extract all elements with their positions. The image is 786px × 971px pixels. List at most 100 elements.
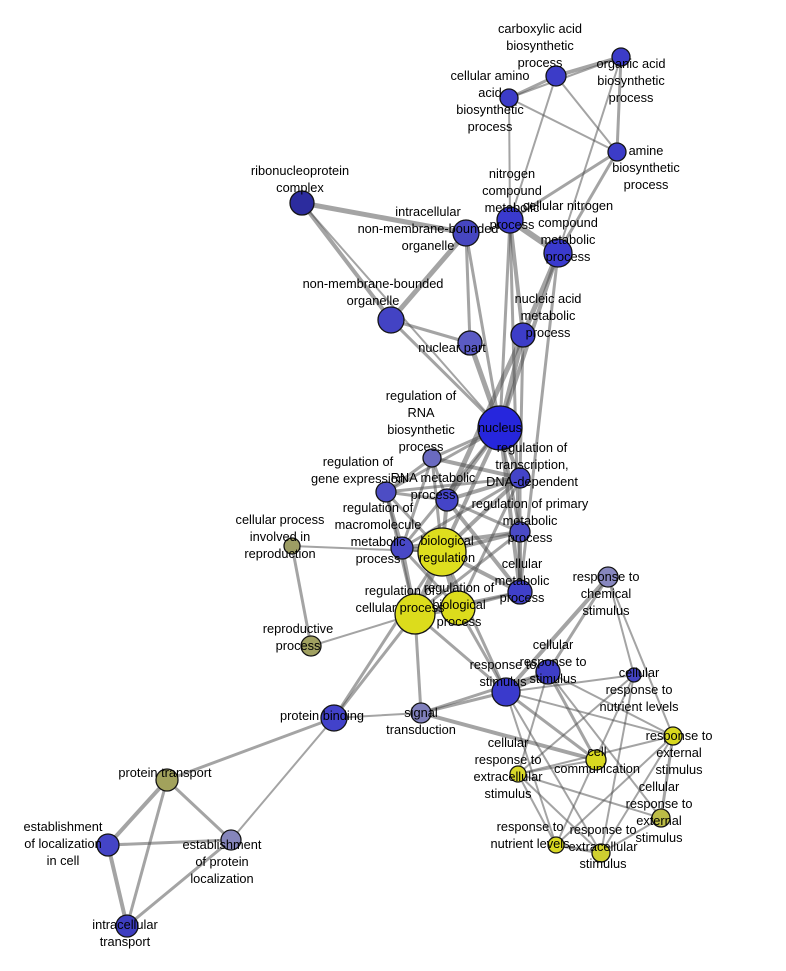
node-crextrac[interactable] [509,765,527,783]
edge-rstim-rnutr [505,691,557,846]
edge-ptrans-itrans [125,778,169,928]
edge-respchem-rext [607,576,674,737]
node-amino[interactable] [499,88,519,108]
node-bioreg[interactable] [417,527,467,577]
node-pbind[interactable] [320,704,348,732]
edge-crstim-crext [547,671,662,819]
node-estprot[interactable] [220,829,242,851]
edge-crextrac-rextrac [517,773,602,854]
node-rextrac[interactable] [591,843,611,863]
node-rext[interactable] [663,726,683,746]
edge-estloc-itrans [106,843,129,928]
node-regcell[interactable] [394,593,436,635]
edge-rstim-ccomm [504,690,598,762]
edge-regcell-pbind [332,612,417,720]
edge-regrna-regmacro [400,456,434,550]
edge-nitro-nucleus [498,218,512,430]
node-regbio[interactable] [440,590,476,626]
edge-pbind-ptrans [165,716,336,782]
node-respchem[interactable] [597,566,619,588]
node-rnutr[interactable] [547,836,565,854]
edge-crext-rextrac [600,817,662,854]
node-nucleus[interactable] [477,405,523,451]
edge-nacid-regtx [518,333,525,480]
node-rnp[interactable] [289,190,315,216]
node-crext[interactable] [651,808,671,828]
node-inmb[interactable] [452,219,480,247]
edge-rext-rnutr [555,735,674,846]
edge-regtx-regmacro [400,476,522,550]
edge-rstim-respchem [504,575,610,694]
edge-regrna-regtx [430,456,522,480]
edge-estprot-itrans [125,838,233,928]
edge-bioreg-pbind [332,550,444,720]
node-regmacro[interactable] [390,536,414,560]
edge-amine-cnitro [556,150,619,255]
node-npart[interactable] [457,330,483,356]
node-cellmet[interactable] [507,579,533,605]
edge-pbind-estprot [230,717,335,841]
edge-rext-crext [659,734,675,820]
node-crepro[interactable] [283,537,301,555]
edge-crnutr-rextrac [600,674,635,854]
node-nitro[interactable] [496,206,524,234]
node-carb[interactable] [545,65,567,87]
edge-crextrac-rnutr [517,773,557,846]
edge-crstim-rext [547,671,674,737]
edge-amino-nitro [508,97,511,221]
node-org[interactable] [611,47,631,67]
node-estloc[interactable] [96,833,120,857]
edge-rnamet-cellmet [445,498,522,594]
node-regtx[interactable] [509,467,531,489]
node-rnamet[interactable] [435,488,459,512]
edge-ptrans-estloc [106,778,169,847]
node-nmb[interactable] [377,306,405,334]
node-ptrans[interactable] [155,768,179,792]
node-amine[interactable] [607,142,627,162]
node-itrans[interactable] [115,914,139,938]
edge-crstim-signal [419,670,550,715]
edge-rext-rextrac [600,735,674,854]
node-rstim[interactable] [491,677,521,707]
edge-rnp-nmb [300,201,393,322]
node-crstim[interactable] [535,659,561,685]
edge-bioreg-rstim [440,550,508,694]
edge-estloc-estprot [106,838,233,847]
edge-carb-amine [555,75,618,153]
node-crnutr[interactable] [626,667,642,683]
node-regprim[interactable] [509,521,531,543]
node-ccomm[interactable] [585,749,607,771]
node-nacid[interactable] [510,322,536,348]
node-regrna[interactable] [422,448,442,468]
edge-ptrans-estprot [165,778,233,842]
node-signal[interactable] [410,702,432,724]
node-cnitro[interactable] [543,238,573,268]
node-reggene[interactable] [375,481,397,503]
edge-regtx-reggene [384,476,522,494]
edge-regtx-rnamet [445,476,522,502]
edge-crstim-ccomm [546,670,598,762]
node-repro[interactable] [300,635,322,657]
edge-amino-amine [508,97,618,153]
edge-nmb-npart [389,318,472,345]
edge-inmb-nmb [388,230,469,323]
